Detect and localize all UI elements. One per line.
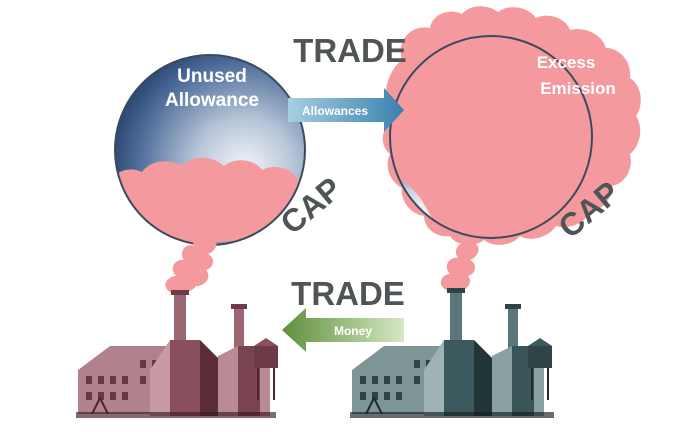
left-factory — [76, 290, 278, 418]
left-smoke-column — [165, 235, 217, 294]
right-factory — [350, 288, 554, 418]
unused-allowance-label-line2: Allowance — [165, 90, 259, 111]
excess-emission-label-line2: Emission — [540, 79, 616, 98]
unused-allowance-bubble — [114, 54, 306, 246]
money-arrow — [282, 308, 404, 352]
right-smoke-column — [440, 243, 479, 293]
allowances-arrow-label: Allowances — [302, 104, 368, 118]
trade-label-top: TRADE — [293, 32, 407, 69]
trade-label-bottom: TRADE — [291, 275, 405, 312]
money-arrow-label: Money — [334, 324, 372, 338]
allowances-arrow — [288, 88, 404, 132]
unused-allowance-label-line1: Unused — [177, 66, 247, 87]
excess-emission-cloud — [382, 6, 641, 245]
excess-emission-label-line1: Excess — [537, 53, 596, 72]
